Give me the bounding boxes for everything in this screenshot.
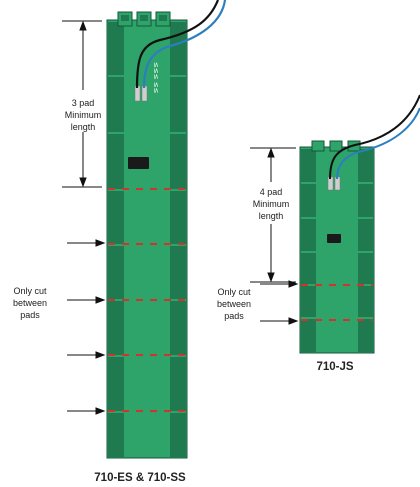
left-dim-label-line1: 3 pad (72, 98, 95, 108)
left-cable-strip: ≤≤≤ ≤≤ (106, 0, 227, 459)
right-cable-strip (299, 94, 420, 354)
right-cut-label-line3: pads (224, 311, 244, 321)
right-cut-arrows (260, 280, 299, 325)
left-cut-arrows (67, 239, 106, 415)
left-dim-label-line3: length (71, 122, 96, 132)
right-wire-blue (336, 107, 420, 180)
left-caption: 710-ES & 710-SS (94, 472, 186, 484)
left-chip (128, 157, 149, 169)
right-dim-label-line3: length (259, 211, 284, 221)
left-min-length-dimension (62, 20, 102, 188)
left-cut-label-line1: Only cut (13, 286, 47, 296)
left-cut-label-line2: between (13, 298, 47, 308)
left-board-marking: ≤≤≤ ≤≤ (152, 62, 160, 94)
left-connector-tabs (117, 11, 171, 27)
right-dim-label-line2: Minimum (253, 199, 290, 209)
right-dim-label-line1: 4 pad (260, 187, 283, 197)
left-strip-rail-right (170, 22, 186, 458)
left-wire-blue (142, 0, 227, 89)
left-terminal-1 (134, 85, 141, 102)
left-cut-label-line3: pads (20, 310, 40, 320)
right-caption: 710-JS (316, 361, 353, 373)
right-min-length-dimension (250, 147, 296, 283)
right-wire-black (329, 94, 420, 180)
left-strip-rail-left (108, 22, 124, 458)
left-terminal-2 (141, 85, 148, 102)
left-dim-label-line2: Minimum (65, 110, 102, 120)
right-chip (327, 234, 341, 243)
left-wire-black (135, 0, 220, 89)
right-cut-label-line1: Only cut (217, 287, 251, 297)
right-cut-label-line2: between (217, 299, 251, 309)
right-cut-lines (301, 284, 373, 321)
